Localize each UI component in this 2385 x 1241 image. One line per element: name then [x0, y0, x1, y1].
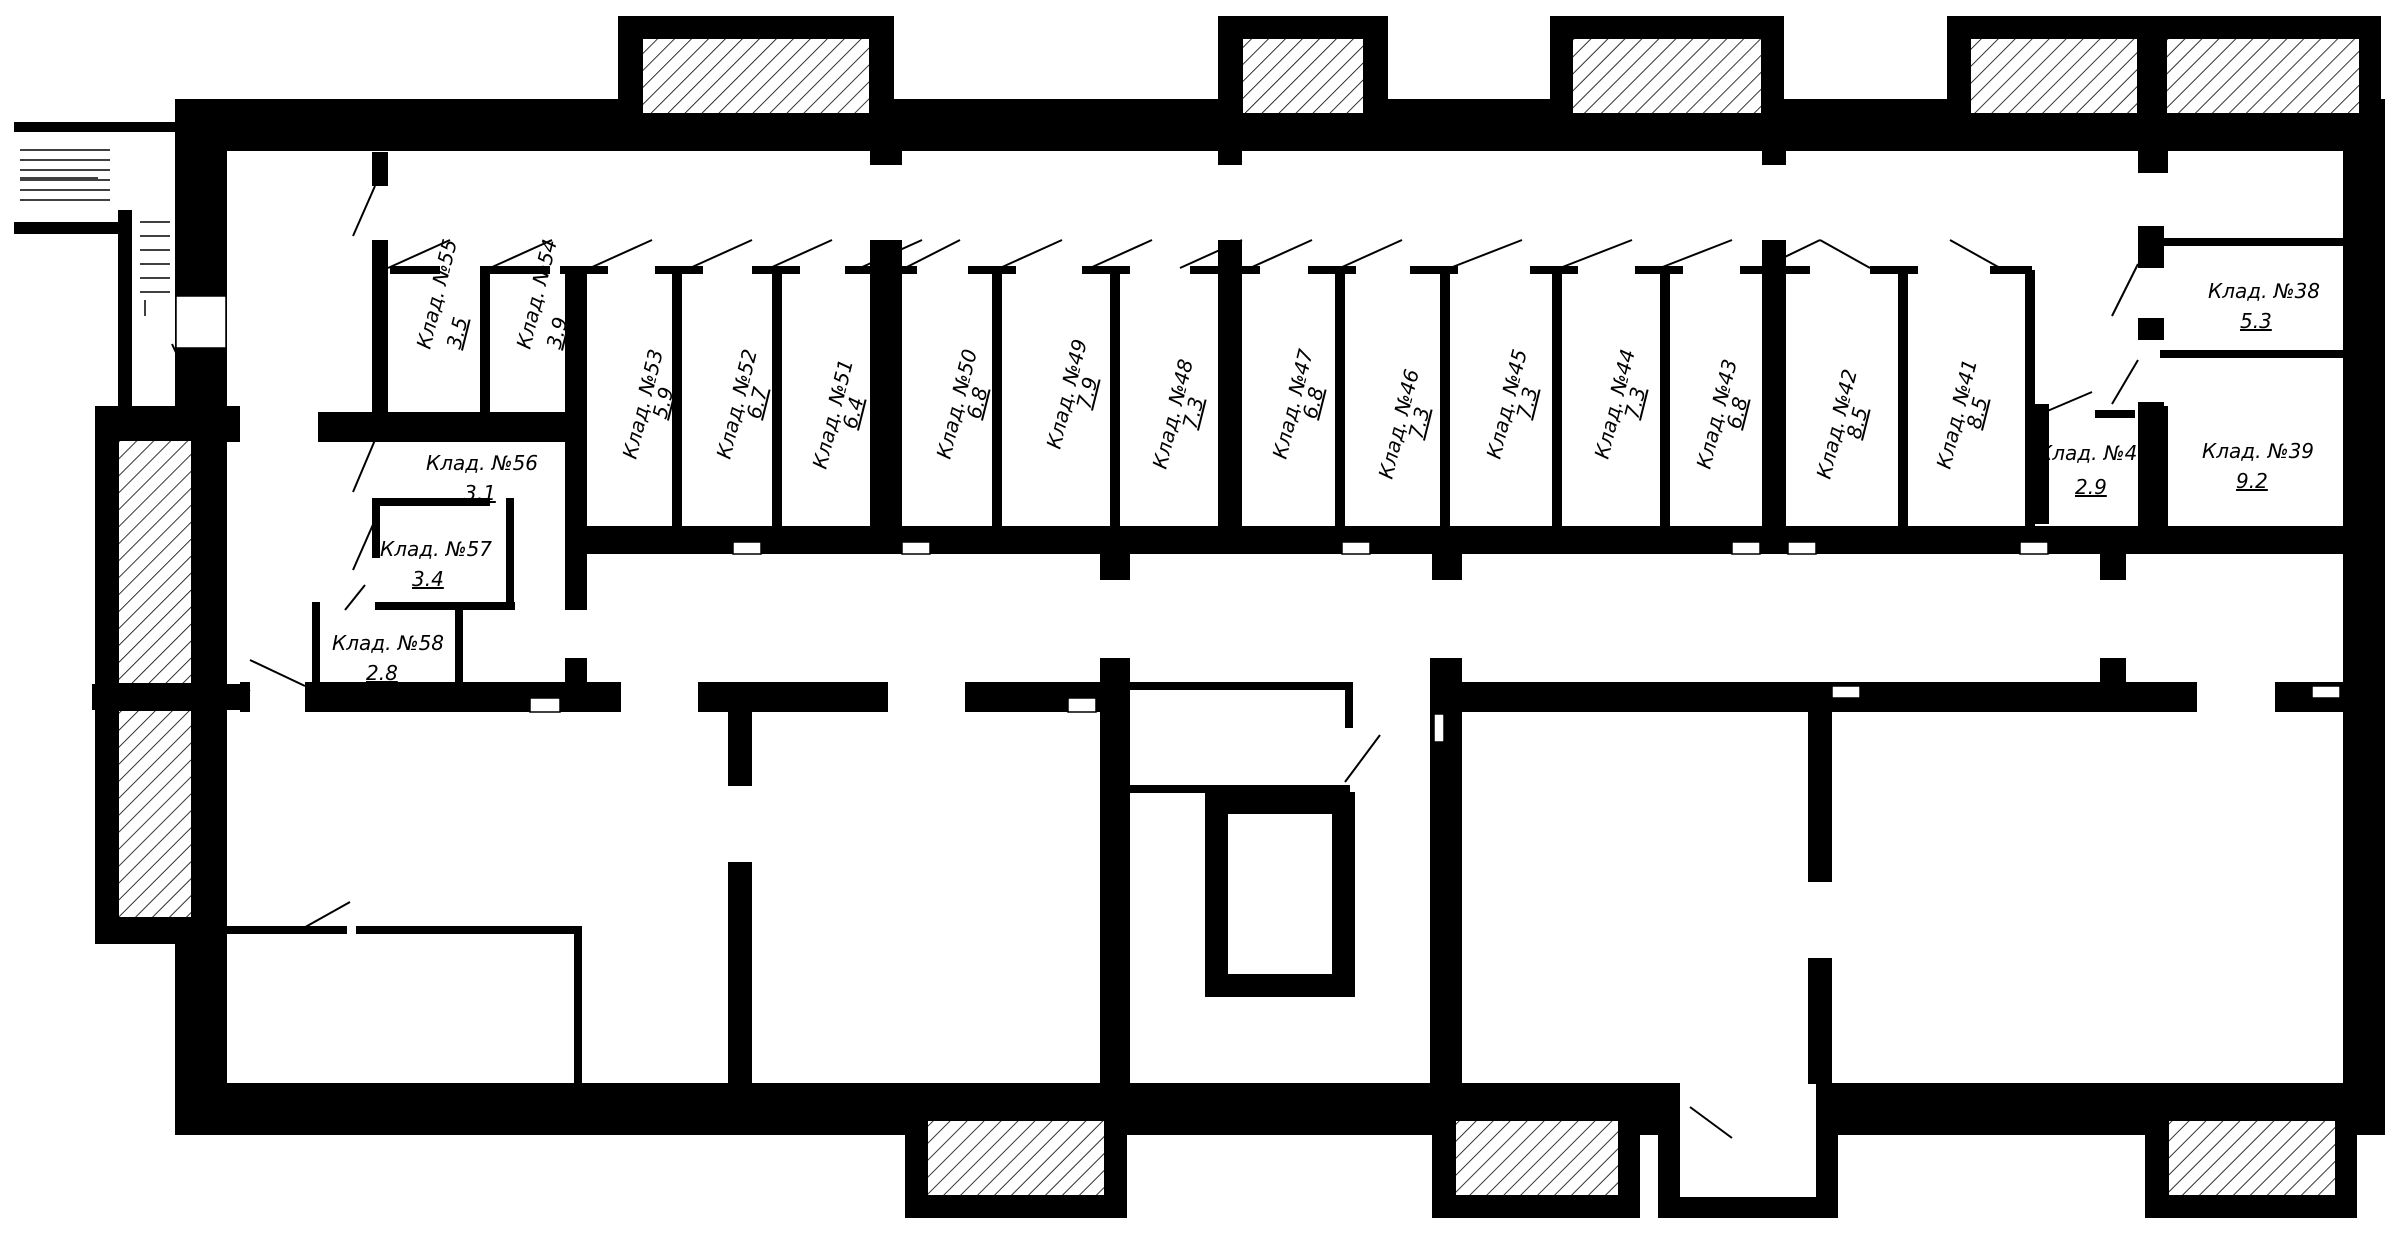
- room-area-57: 3.4: [412, 567, 444, 591]
- room-label-57: Клад. №57: [380, 537, 492, 561]
- room-label-40: Клад. №40: [2038, 441, 2150, 465]
- window-pits-top: [618, 16, 2381, 173]
- room-labels: Клад. №55 3.5 Клад. №54 3.9 Клад. №53 5.…: [332, 237, 2320, 685]
- window-ticks: [529, 541, 2341, 743]
- room-label-56: Клад. №56: [426, 451, 538, 475]
- room-area-58: 2.8: [366, 661, 398, 685]
- room-area-38: 5.3: [2240, 309, 2272, 333]
- room-area-55: 3.5: [442, 315, 473, 352]
- lower-walls: [227, 658, 2385, 1135]
- room-area-39: 9.2: [2236, 469, 2268, 493]
- room-label-38: Клад. №38: [2208, 279, 2320, 303]
- window-pits-bottom: [905, 1083, 2357, 1218]
- stair-area: [14, 122, 250, 944]
- room-area-56: 3.1: [464, 481, 496, 505]
- room-label-39: Клад. №39: [2202, 439, 2314, 463]
- small-storages: [240, 498, 621, 712]
- room-label-58: Клад. №58: [332, 631, 444, 655]
- storage-walls: [318, 152, 2343, 610]
- door-swings: [171, 185, 2139, 1139]
- room-area-40: 2.9: [2075, 475, 2107, 499]
